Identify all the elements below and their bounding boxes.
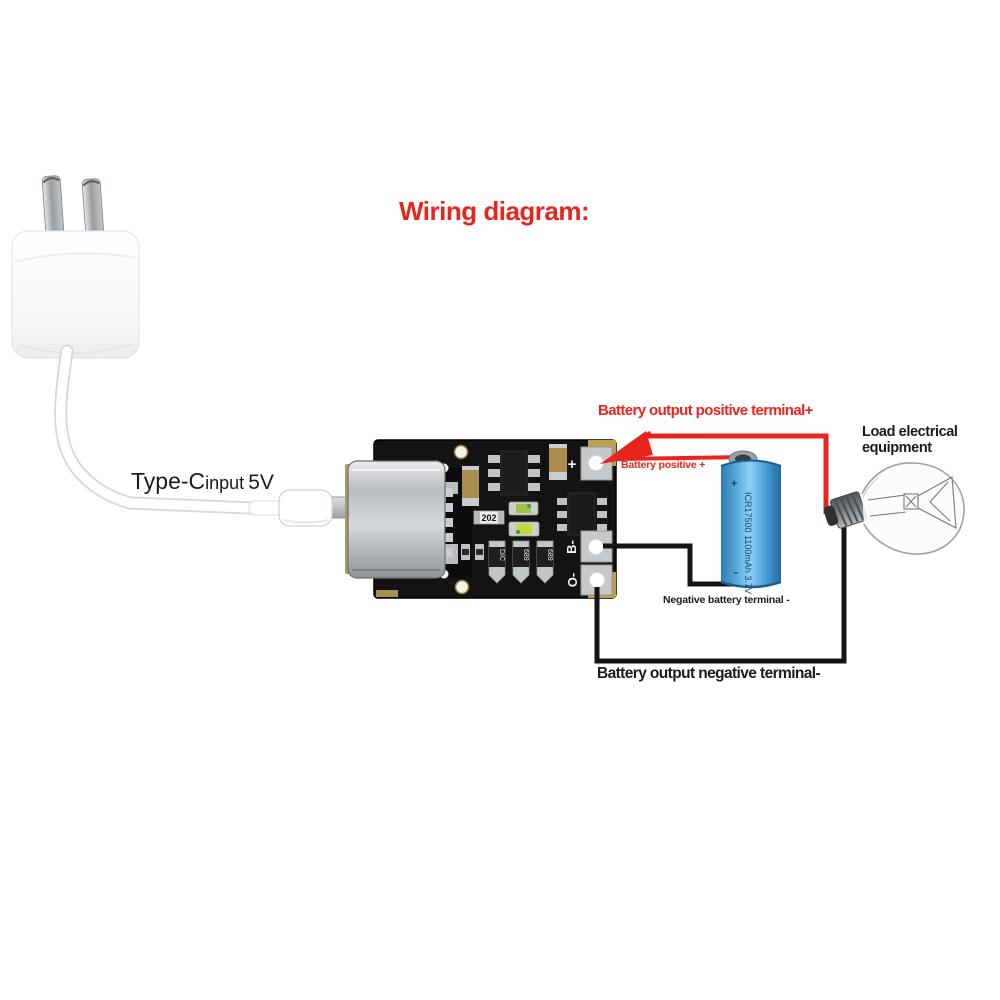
negative-battery-terminal-label: Negative battery terminal -: [663, 594, 790, 606]
capacitor-1: [462, 466, 479, 506]
charging-module-pcb: 202 DIC: [345, 439, 617, 599]
pad-b-minus-label: B-: [564, 540, 579, 554]
battery-output-positive-label: Battery output positive terminal+: [598, 402, 813, 419]
page-title: Wiring diagram:: [399, 196, 590, 226]
usb-cable: [54, 344, 258, 515]
prong-left: [41, 175, 65, 239]
positive-wire-arrowhead: [600, 431, 653, 464]
cable-strain-relief: [248, 500, 283, 516]
resistor-202-marking: 202: [481, 513, 496, 523]
battery-minus-mark: -: [734, 565, 738, 579]
pad-positive-label: +: [568, 456, 577, 473]
resistor-202: 202: [473, 510, 505, 525]
battery-label: ICR17500 1100mAh 3.7V: [743, 492, 753, 594]
light-bulb: [823, 462, 965, 555]
adapter-top-edge: [13, 252, 138, 263]
mounting-hole: [454, 579, 470, 595]
bulb-base: [823, 491, 868, 529]
sot2-marking: 689: [522, 549, 529, 561]
battery-output-negative-label: Battery output negative terminal-: [597, 665, 821, 682]
sot1-marking: DIC: [498, 549, 505, 561]
adapter-bottom-edge: [19, 343, 133, 355]
adapter-body: [11, 230, 140, 359]
protection-ic: [557, 492, 607, 536]
mounting-hole: [453, 444, 469, 460]
type-c-port: [345, 460, 446, 579]
pad-positive: +: [568, 446, 613, 481]
battery-plus-mark: +: [731, 478, 737, 490]
load-equipment-label-line1: Load electrical: [862, 424, 958, 440]
load-equipment-label-line2: equipment: [862, 440, 932, 457]
power-adapter: [11, 175, 140, 359]
lithium-battery-cell: + ICR17500 1100mAh 3.7V -: [720, 450, 782, 594]
sot3-marking: 689: [546, 549, 553, 561]
smd-passive: [462, 549, 469, 555]
smd-passive: [476, 549, 483, 555]
negative-wire-b-minus: [603, 543, 747, 587]
battery-positive-label: Battery positive +: [621, 459, 706, 471]
sot-component-1: DIC: [488, 540, 506, 584]
pad-o-minus-label: O-: [565, 573, 580, 587]
load-equipment-label: Load electrical equipment: [862, 424, 958, 456]
pcb-edge-gold-bl: [376, 590, 398, 597]
type-c-plug-body: [278, 489, 333, 527]
negative-wire-o-minus: [594, 527, 847, 664]
charge-ic: [488, 450, 540, 496]
bulb-filament: [867, 476, 957, 529]
sot-component-3: 689: [536, 540, 554, 584]
battery-positive-wire: [617, 455, 749, 461]
type-c-input-label-part2: input: [205, 473, 245, 493]
positive-wire: [600, 430, 829, 514]
type-c-input-label-part3: 5V: [248, 471, 274, 494]
prong-right: [81, 178, 105, 242]
battery-body: [721, 460, 781, 587]
type-c-plug: [248, 489, 333, 527]
type-c-input-label-part1: Type-C: [131, 468, 206, 494]
led-yellow: [508, 521, 540, 537]
capacitor-2: [549, 444, 567, 480]
sot-component-2: 689: [512, 540, 530, 584]
led-green: [508, 501, 539, 516]
